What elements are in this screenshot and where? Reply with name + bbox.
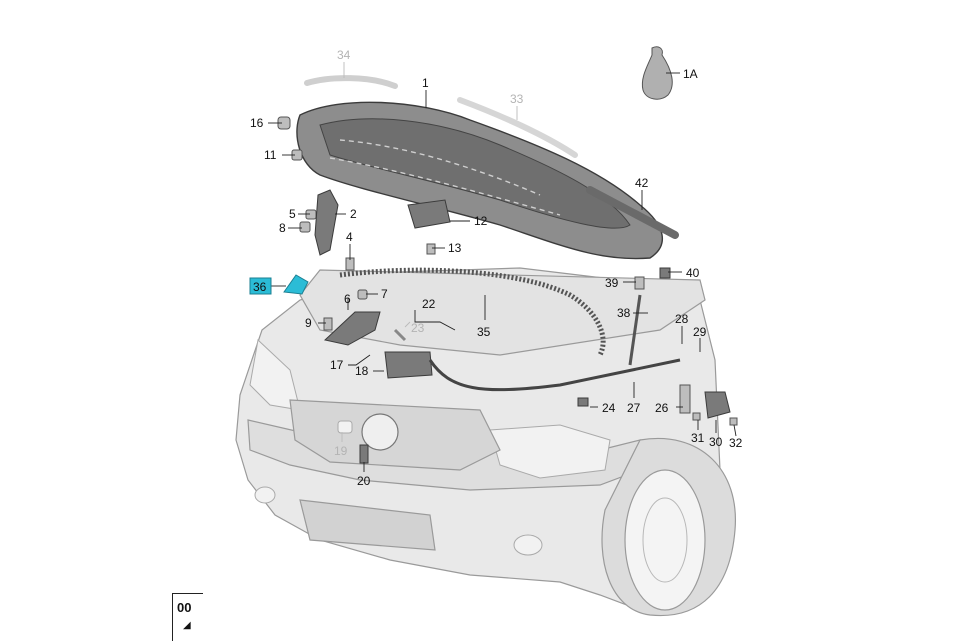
callout-31: 31 — [691, 431, 705, 445]
callout-19: 19 — [334, 444, 348, 458]
callout-30: 30 — [709, 435, 723, 449]
callout-42: 42 — [635, 176, 649, 190]
callout-38: 38 — [617, 306, 631, 320]
seal-strip-33 — [457, 97, 578, 158]
drawing-frame-corner: 00 ◢ — [172, 593, 203, 641]
callout-35: 35 — [477, 325, 491, 339]
callout-27: 27 — [627, 401, 641, 415]
callout-26: 26 — [655, 401, 669, 415]
callout-13: 13 — [448, 241, 462, 255]
callout-39: 39 — [605, 276, 619, 290]
callout-32: 32 — [729, 436, 743, 450]
bag-icon — [641, 46, 673, 100]
callout-40: 40 — [686, 266, 700, 280]
callout-17: 17 — [330, 358, 344, 372]
callout-16: 16 — [250, 116, 264, 130]
callout-2: 2 — [350, 207, 357, 221]
frame-corner-mark: ◢ — [183, 620, 191, 631]
seal-strip-42 — [586, 186, 679, 239]
callout-20: 20 — [357, 474, 371, 488]
callout-1: 1 — [422, 76, 429, 90]
callout-34: 34 — [337, 48, 351, 62]
callout-4: 4 — [346, 230, 353, 244]
hood-panel — [296, 101, 663, 260]
callout-36-highlight: 36 — [249, 277, 272, 295]
callout-labels: 34 1 33 1A 16 11 42 5 2 8 12 4 13 36 6 7… — [249, 48, 743, 488]
callout-24: 24 — [602, 401, 616, 415]
callout-18: 18 — [355, 364, 369, 378]
callout-7: 7 — [381, 287, 388, 301]
callout-28: 28 — [675, 312, 689, 326]
callout-9: 9 — [305, 316, 312, 330]
callout-1a: 1A — [683, 67, 698, 81]
frame-corner-text: 00 — [177, 600, 192, 615]
callout-11: 11 — [264, 148, 277, 162]
callout-29: 29 — [693, 325, 707, 339]
leader-lines — [268, 62, 737, 472]
callout-23: 23 — [411, 321, 425, 335]
small-parts — [277, 116, 738, 464]
callout-12: 12 — [474, 214, 488, 228]
callout-33: 33 — [510, 92, 524, 106]
seal-strip-34 — [304, 75, 398, 89]
callout-36: 36 — [253, 280, 267, 294]
callout-6: 6 — [344, 292, 351, 306]
callout-8: 8 — [279, 221, 286, 235]
callout-5: 5 — [289, 207, 296, 221]
highlight-part-36 — [283, 274, 309, 295]
callout-22: 22 — [422, 297, 436, 311]
seal-35 — [339, 267, 606, 357]
